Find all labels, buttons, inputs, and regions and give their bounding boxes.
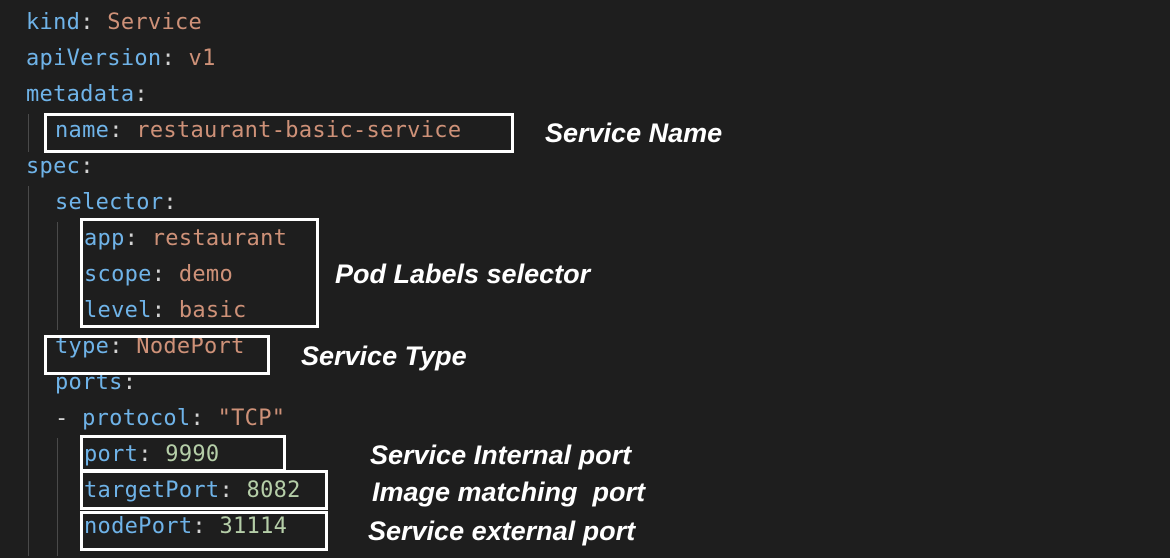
yaml-separator: : [151, 262, 179, 287]
yaml-key: nodePort [84, 514, 193, 539]
yaml-value: demo [178, 262, 234, 287]
yaml-key: selector [55, 190, 164, 215]
yaml-value: 8082 [246, 478, 301, 503]
yaml-key: app [84, 226, 125, 251]
code-line-kind: kind: Service [26, 5, 202, 41]
highlight-box-targetport [80, 470, 328, 510]
highlight-box-service-type [44, 335, 270, 375]
code-line-scope: scope: demo [84, 257, 233, 293]
yaml-value: v1 [188, 46, 216, 71]
annotation-pod-labels: Pod Labels selector [335, 259, 591, 289]
indent-guide [57, 438, 58, 556]
annotation-service-type: Service Type [301, 341, 467, 371]
yaml-key: scope [84, 262, 152, 287]
yaml-value: 31114 [219, 514, 288, 539]
yaml-value: restaurant-basic-service [136, 118, 462, 143]
code-line-nodeport: nodePort: 31114 [84, 509, 287, 545]
yaml-value: "TCP" [217, 406, 286, 431]
indent-guide [28, 186, 29, 556]
yaml-key: metadata [26, 82, 135, 107]
annotation-external-port: Service external port [368, 516, 636, 546]
yaml-separator: : [151, 298, 179, 323]
code-line-metadata: metadata: [26, 77, 148, 113]
yaml-key: protocol [82, 406, 191, 431]
code-line-app: app: restaurant [84, 221, 287, 257]
yaml-key: port [84, 442, 139, 467]
code-line-name: name: restaurant-basic-service [55, 113, 461, 149]
annotation-service-name: Service Name [545, 118, 723, 148]
yaml-value: restaurant [151, 226, 288, 251]
highlight-box-service-name [44, 113, 514, 153]
yaml-separator: : [163, 190, 177, 215]
annotation-image-port: Image matching port [372, 477, 646, 507]
yaml-value: 9990 [165, 442, 220, 467]
yaml-key: type [55, 334, 110, 359]
annotation-internal-port: Service Internal port [370, 440, 632, 470]
yaml-key: name [55, 118, 110, 143]
yaml-separator: : [219, 478, 247, 503]
yaml-separator: : [124, 226, 152, 251]
yaml-value: Service [107, 10, 203, 35]
yaml-key: targetPort [84, 478, 220, 503]
yaml-key: level [84, 298, 152, 323]
code-line-selector: selector: [55, 185, 177, 221]
highlight-box-nodeport [80, 511, 328, 551]
code-line-type: type: NodePort [55, 329, 245, 365]
yaml-separator: : [161, 46, 189, 71]
yaml-key: spec [26, 154, 81, 179]
yaml-separator: : [190, 406, 218, 431]
code-line-spec: spec: [26, 149, 94, 185]
yaml-separator: : [192, 514, 220, 539]
indent-guide [57, 222, 58, 330]
yaml-value: basic [178, 298, 247, 323]
yaml-key: kind [26, 10, 81, 35]
code-line-port: port: 9990 [84, 437, 219, 473]
yaml-separator: : [122, 370, 137, 395]
yaml-value: NodePort [136, 334, 245, 359]
code-line-apiversion: apiVersion: v1 [26, 41, 216, 77]
yaml-separator: : [80, 10, 108, 35]
indent-guide [28, 114, 29, 152]
yaml-separator: : [109, 118, 137, 143]
code-line-level: level: basic [84, 293, 247, 329]
yaml-separator: : [109, 334, 137, 359]
code-line-targetport: targetPort: 8082 [84, 473, 301, 509]
highlight-box-port [80, 435, 286, 472]
yaml-separator: : [138, 442, 166, 467]
highlight-box-pod-labels [80, 218, 319, 328]
code-line-protocol: - protocol: "TCP" [55, 401, 285, 437]
yaml-separator: : [80, 154, 94, 179]
yaml-list-dash: - [55, 406, 83, 431]
yaml-separator: : [134, 82, 148, 107]
yaml-key: apiVersion [26, 46, 162, 71]
